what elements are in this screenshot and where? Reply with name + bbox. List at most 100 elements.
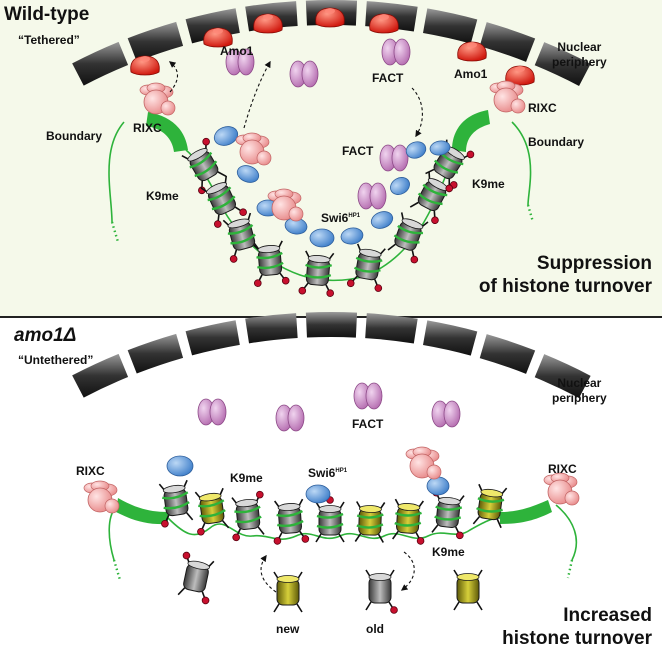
k9me-mark [445,184,454,193]
histone-top [276,575,300,583]
k9me-mark [201,596,210,605]
rixc-complex [543,472,580,506]
fact-subunit [393,38,411,66]
k9me-mark [202,137,210,146]
histone-top [277,503,301,512]
boundary-dna-left-dots [110,221,120,243]
label-rixc-left: RIXC [133,121,162,135]
boundary-dna-left [108,121,125,223]
histone-top [187,560,210,570]
label-k9me-bottom-right: K9me [432,545,465,559]
histone-top [359,248,382,258]
amo1-protein [253,13,283,34]
amo1-protein [369,13,399,34]
amo1-protein [505,65,535,86]
nucleosome [273,498,310,545]
label-rixc-right: RIXC [528,101,557,115]
nuclear-envelope-bottom [72,311,591,398]
nucleosome [453,569,483,611]
nucleosome [391,498,425,545]
histone-tail [496,518,502,529]
label-fact-top: FACT [372,71,404,85]
fact-complex [381,38,411,66]
nucleosome [231,490,265,542]
fact-subunit [209,398,227,426]
boundary-dna-bottom-right [555,504,578,561]
dna-wrap [207,186,236,211]
histone-octamer [456,576,480,604]
envelope-segment [72,41,129,86]
amo1-body [457,41,487,62]
k9me-mark [253,279,262,287]
rixc-lobe [426,464,442,480]
k9me-mark [390,606,398,614]
envelope-segment [127,21,184,62]
rixc-lobe [256,150,272,166]
label-fact-mid: FACT [342,144,374,158]
fact-subunit [391,144,409,172]
histone-tail [377,533,384,543]
fact-subunit [443,400,461,428]
histone-tail [365,601,372,611]
histone-top [235,499,258,508]
amo1-body [130,55,160,76]
dna-wrap [198,499,226,518]
fact-complex [289,60,319,88]
histone-tail [472,516,481,525]
nucleosome [158,479,194,528]
boundary-dna-bottom-left [108,504,119,561]
histone-top [206,182,227,195]
histone-tail [296,603,303,613]
dna-wrap [276,510,304,528]
rixc-complex [267,188,304,222]
label-amo1-right: Amo1 [454,67,488,81]
amo1-body [505,65,535,86]
boundary-dna-right [511,121,532,206]
amo1-highlight [213,28,223,34]
amo1-protein [457,41,487,62]
nucleosome [222,212,262,263]
dna-wrap [356,513,384,529]
nucleosome [425,139,475,193]
boundary-element-bottom-left [116,498,168,525]
fact-complex [431,400,461,428]
k9me-mark [416,537,425,545]
histone-top [480,488,504,498]
amo1-protein [315,7,345,28]
dna-wrap [189,151,218,178]
envelope-segment [423,320,478,356]
proteins-bottom [83,382,580,514]
swi6-protein [213,126,239,146]
k9me-mark [466,150,475,159]
k9me-mark [298,286,307,295]
panel-subtitle-tethered: “Tethered” [18,33,80,47]
histone-top [318,505,342,513]
rixc-complex [405,446,442,480]
fact-complex [197,398,227,426]
nucleosome [273,571,303,613]
k9me-mark [213,220,222,228]
label-rixc-bottom-left: RIXC [76,464,105,478]
nucleosome [472,483,508,529]
proteins-top [130,7,535,248]
label-rixc-bottom-right: RIXC [548,462,577,476]
histone-tail [354,533,362,542]
nucleosome [177,551,215,605]
boundary-element-left [146,112,188,152]
label-boundary-left: Boundary [46,129,103,143]
histone-top [307,255,331,264]
label-boundary-right: Boundary [528,135,585,149]
histone-top [187,148,208,162]
arrow-amo1-cycle [243,60,271,129]
histone-tail [453,601,460,611]
rixc-lobe [510,98,526,114]
dna-wrap [316,512,344,529]
k9me-mark [456,531,464,540]
amo1-highlight [379,14,389,20]
label-old-histone: old [366,622,384,636]
histone-top [359,505,382,513]
label-new-histone: new [276,622,300,636]
